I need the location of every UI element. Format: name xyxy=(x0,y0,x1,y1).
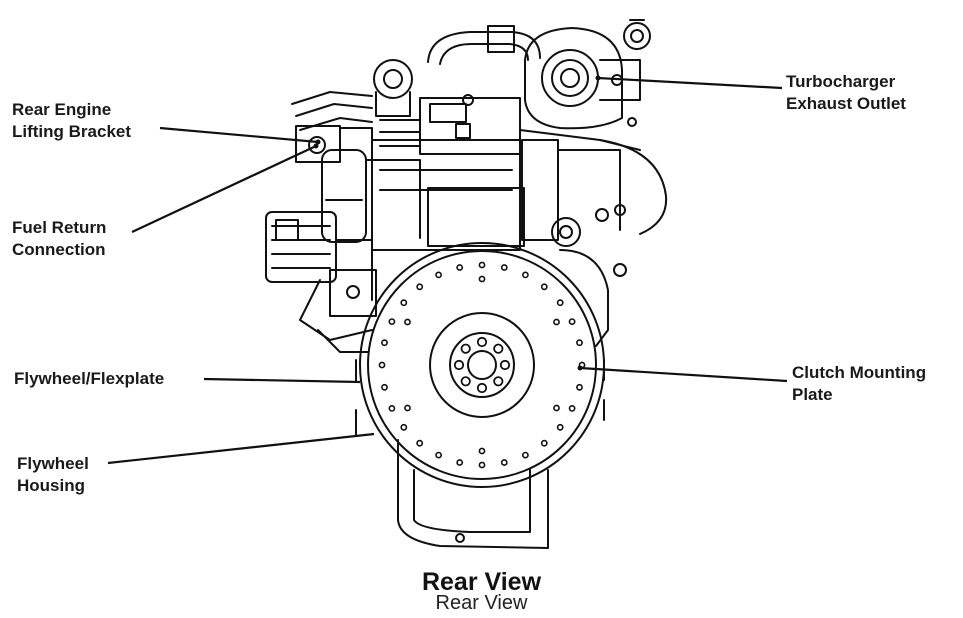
flywheel-bolt-hole xyxy=(553,404,560,412)
flywheel-flexplate xyxy=(359,242,605,488)
leader-rear-engine-lifting-bracket xyxy=(159,126,319,144)
flywheel-bolt-hole xyxy=(381,339,388,347)
callout-clutch-mounting-plate: Clutch Mounting Plate xyxy=(792,363,927,404)
crankshaft-hub xyxy=(449,332,515,398)
flywheel-bolt-hole xyxy=(493,376,504,387)
callout-rear-engine-lifting-bracket: Rear Engine Lifting Bracket xyxy=(12,100,132,141)
diagram-subtitle: Rear View xyxy=(435,592,528,614)
callout-flywheel-flexplate: Flywheel/Flexplate xyxy=(14,369,165,388)
flywheel-bolt-hole xyxy=(556,299,564,307)
leader-clutch-mounting-plate xyxy=(579,366,788,383)
flywheel-bolt-hole xyxy=(499,359,511,371)
flywheel-bolt-hole xyxy=(400,423,408,431)
flywheel-bolt-hole xyxy=(500,459,508,466)
lifting-bracket-ring xyxy=(373,59,413,99)
engine-block-right-side xyxy=(599,139,668,235)
flywheel-bolt-hole xyxy=(478,275,486,283)
turbo-pipe-clamp xyxy=(487,25,515,53)
flywheel-bolt-hole xyxy=(416,439,424,447)
callout-flywheel-housing: Flywheel Housing xyxy=(17,454,89,495)
flywheel-hub-bolt-ring xyxy=(453,336,511,394)
diagram-title: Rear View xyxy=(421,568,542,596)
flywheel-bolt-hole xyxy=(388,318,396,325)
rocker-cover xyxy=(419,97,521,155)
flywheel-bolt-hole xyxy=(576,339,583,347)
flywheel-bolt-hole xyxy=(568,404,576,412)
flywheel-bolt-hole xyxy=(435,451,442,459)
flywheel-bolt-hole xyxy=(522,451,529,459)
turbo-exhaust-outlet-ring xyxy=(541,49,599,107)
flywheel-bolt-hole xyxy=(378,361,386,369)
flywheel-bolt-hole xyxy=(400,299,408,307)
leader-turbocharger-exhaust-outlet xyxy=(597,76,783,90)
fuel-lines xyxy=(291,91,373,131)
flywheel-bolt-hole xyxy=(478,461,486,469)
flywheel-bolt-hole xyxy=(568,318,576,325)
turbocharger-housing xyxy=(524,27,623,130)
flywheel-bolt-hole xyxy=(456,264,464,271)
compressor-mount xyxy=(299,279,373,341)
fuel-filter xyxy=(321,149,367,243)
leader-fuel-return-connection xyxy=(131,145,317,233)
flywheel-outer-bolt-ring xyxy=(378,261,586,469)
flywheel-bolt-hole xyxy=(478,261,486,269)
flywheel-bolt-hole xyxy=(522,271,529,279)
flywheel-bolt-hole xyxy=(404,404,411,412)
flywheel-bolt-hole xyxy=(404,318,411,326)
flywheel-bolt-hole xyxy=(500,264,508,271)
flywheel-bolt-hole xyxy=(456,459,464,466)
flywheel-bolt-hole xyxy=(388,404,396,412)
flywheel-bolt-hole xyxy=(576,383,583,391)
air-compressor xyxy=(265,211,337,283)
flywheel-bolt-hole xyxy=(493,343,504,354)
flywheel-bolt-hole xyxy=(435,271,442,279)
flywheel-bolt-hole xyxy=(460,376,471,387)
engine-block xyxy=(371,139,521,251)
flywheel-bolt-hole xyxy=(416,283,424,291)
flywheel-bolt-hole xyxy=(540,283,548,291)
fuel-return-fitting xyxy=(295,125,341,163)
flywheel-bolt-hole xyxy=(476,382,488,394)
flywheel-bolt-hole xyxy=(540,439,548,447)
callout-fuel-return-connection: Fuel Return Connection xyxy=(12,218,107,259)
leader-flywheel-flexplate xyxy=(203,377,361,384)
flywheel-bolt-hole xyxy=(460,343,471,354)
wastegate-actuator xyxy=(623,22,651,50)
oil-cooler-housing xyxy=(559,249,609,347)
flywheel-housing-outer xyxy=(397,439,549,549)
flywheel-bolt-hole xyxy=(478,447,486,455)
leader-flywheel-housing xyxy=(107,432,375,465)
flywheel-bolt-hole xyxy=(553,318,560,326)
flywheel-bolt-hole xyxy=(381,383,388,391)
flywheel-bolt-hole xyxy=(453,359,465,371)
callout-turbocharger-exhaust-outlet: Turbocharger Exhaust Outlet xyxy=(786,72,906,113)
flywheel-bolt-hole xyxy=(476,336,488,348)
turbo-intake-pipe xyxy=(427,31,541,63)
flywheel-bolt-hole xyxy=(556,423,564,431)
